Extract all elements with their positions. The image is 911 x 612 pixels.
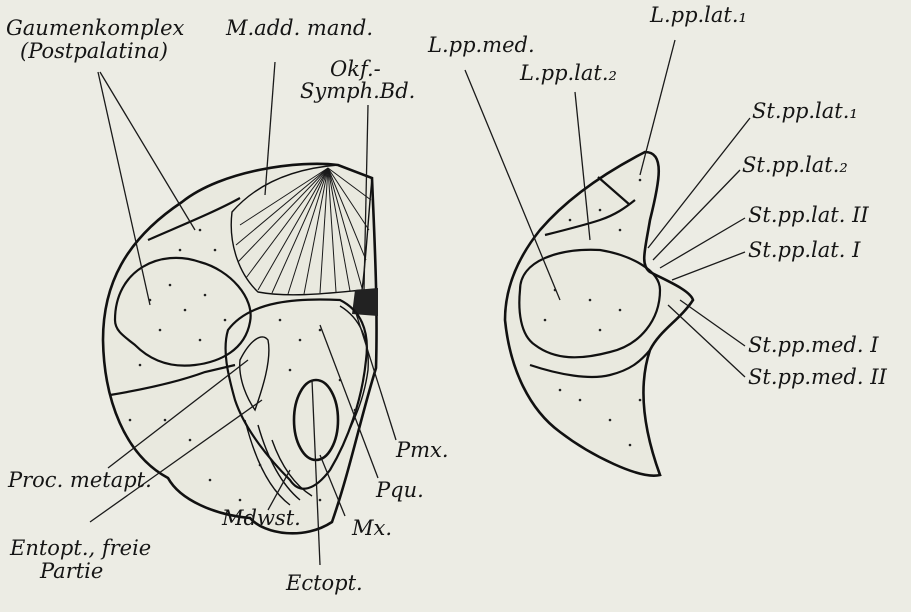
label-m-add-mand: M.add. mand. <box>225 16 373 40</box>
label-st-pp-lat-I: St.pp.lat. I <box>748 238 861 262</box>
label-pmx: Pmx. <box>395 438 449 462</box>
label-entopt-line2: Partie <box>39 559 103 583</box>
label-proc-metapt: Proc. metapt. <box>7 468 152 492</box>
right-bone-figure <box>465 40 750 476</box>
label-st-pp-lat1: St.pp.lat.₁ <box>752 99 858 123</box>
label-mx: Mx. <box>351 516 392 540</box>
label-l-pp-med: L.pp.med. <box>427 33 535 57</box>
label-st-pp-lat2: St.pp.lat.₂ <box>742 153 848 177</box>
label-st-pp-med-I: St.pp.med. I <box>748 333 879 357</box>
right-outline <box>505 152 693 476</box>
label-entopt-line1: Entopt., freie <box>9 536 151 560</box>
label-okf-line2: Symph.Bd. <box>300 79 415 103</box>
label-st-pp-med-II: St.pp.med. II <box>748 365 887 389</box>
ectopterygoid-ring <box>294 380 338 460</box>
label-pqu: Pqu. <box>375 478 424 502</box>
label-postpalatina: (Postpalatina) <box>20 39 168 63</box>
label-mdwst: Mdwst. <box>221 506 301 530</box>
label-ectopt: Ectopt. <box>285 571 363 595</box>
label-okf-line1: Okf.- <box>330 57 381 81</box>
label-st-pp-lat-II: St.pp.lat. II <box>748 203 869 227</box>
label-gaumenkomplex: Gaumenkomplex <box>6 16 185 40</box>
label-l-pp-lat2: L.pp.lat.₂ <box>519 61 617 85</box>
label-l-pp-lat1: L.pp.lat.₁ <box>649 3 747 27</box>
